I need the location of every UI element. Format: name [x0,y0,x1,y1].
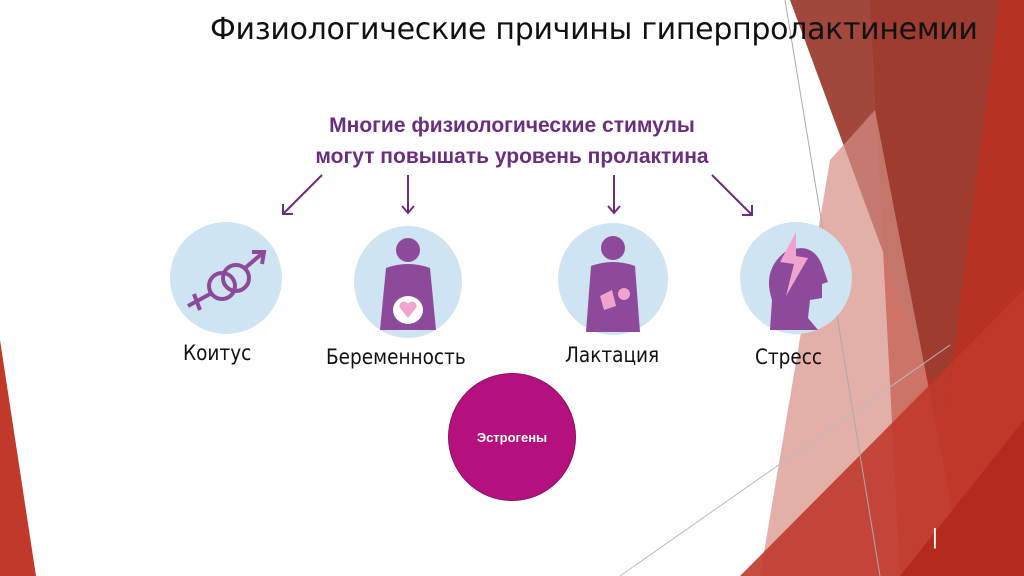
subtitle-line-2: могут повышать уровень пролактина [315,145,709,168]
slide-title: Физиологические причины гиперпролактинем… [210,12,978,47]
slide-number-marker: | [932,524,938,549]
breastfeeding-woman-icon [558,223,668,335]
label-pregnancy: Беременность [326,345,466,369]
estrogen-circle: Эстрогены [448,373,576,501]
subtitle: Многие физиологические стимулы могут пов… [262,110,762,172]
label-lactation: Лактация [565,343,660,367]
head-lightning-icon [740,222,852,334]
pregnant-woman-icon [354,226,462,338]
label-coitus: Коитус [183,341,252,365]
subtitle-line-1: Многие физиологические стимулы [329,114,695,137]
gender-symbols-icon [170,222,282,334]
label-stress: Стресс [755,345,823,369]
estrogen-label: Эстрогены [476,429,548,445]
